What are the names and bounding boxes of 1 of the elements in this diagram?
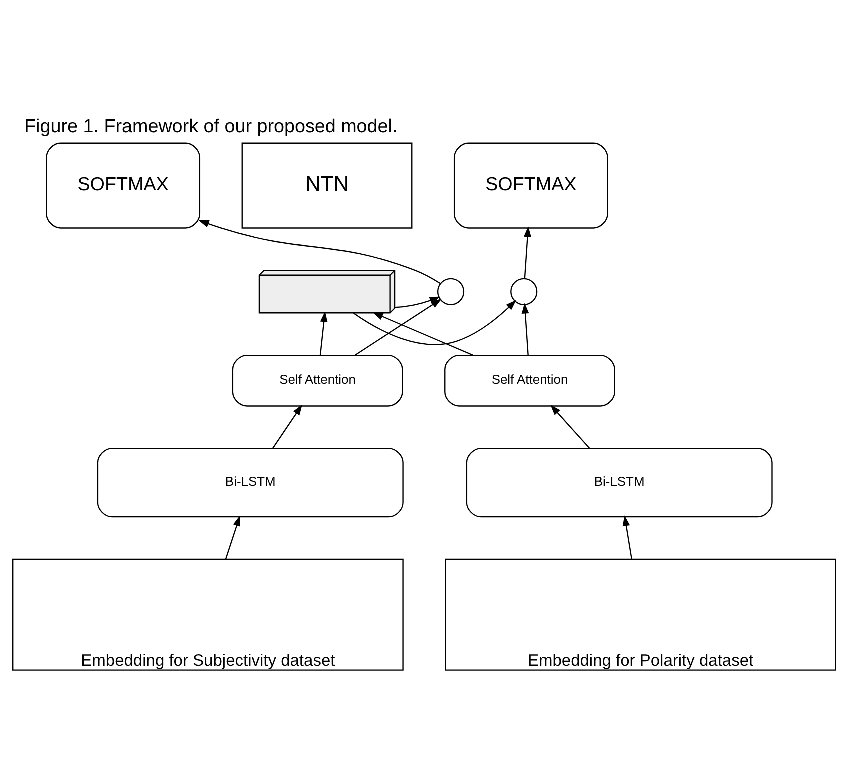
diagram-title: Figure 1. Framework of our proposed model. [24,115,398,136]
